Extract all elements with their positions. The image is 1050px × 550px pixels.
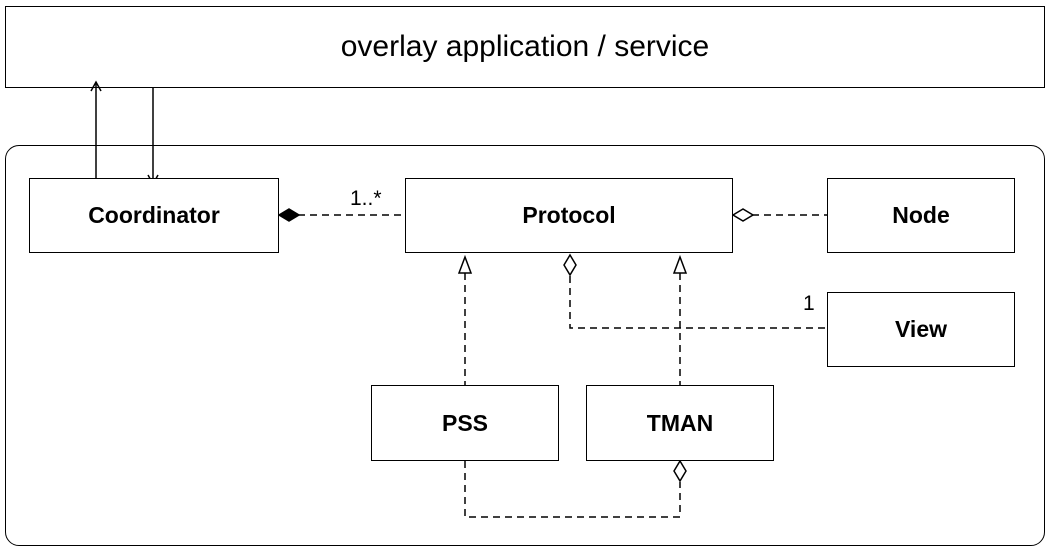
protocol-view-aggregation bbox=[563, 253, 826, 329]
pss-tman-aggregation bbox=[464, 459, 687, 518]
pss-class-box: PSS bbox=[371, 385, 559, 461]
pss-class-label: PSS bbox=[441, 409, 489, 436]
tman-realizes-protocol bbox=[672, 254, 688, 385]
pss-realizes-protocol bbox=[457, 254, 473, 385]
view-class-label: View bbox=[895, 316, 947, 342]
protocol-class-box: Protocol bbox=[405, 178, 733, 253]
multiplicity-coordinator-protocol: 1..* bbox=[350, 187, 382, 210]
multiplicity-protocol-view: 1 bbox=[803, 292, 815, 315]
protocol-node-aggregation bbox=[731, 208, 827, 222]
view-class-box: View bbox=[827, 292, 1015, 367]
tman-class-box: TMAN bbox=[586, 385, 774, 461]
node-class-label: Node bbox=[892, 202, 950, 228]
node-class-box: Node bbox=[827, 178, 1015, 253]
coordinator-class-label: Coordinator bbox=[88, 202, 220, 228]
coordinator-protocol-composition bbox=[277, 208, 405, 222]
overlay-application-label: overlay application / service bbox=[340, 30, 710, 63]
overlay-application-box: overlay application / service bbox=[5, 6, 1045, 88]
tman-class-label: TMAN bbox=[646, 409, 714, 436]
coordinator-class-box: Coordinator bbox=[29, 178, 279, 253]
protocol-class-label: Protocol bbox=[522, 202, 616, 228]
